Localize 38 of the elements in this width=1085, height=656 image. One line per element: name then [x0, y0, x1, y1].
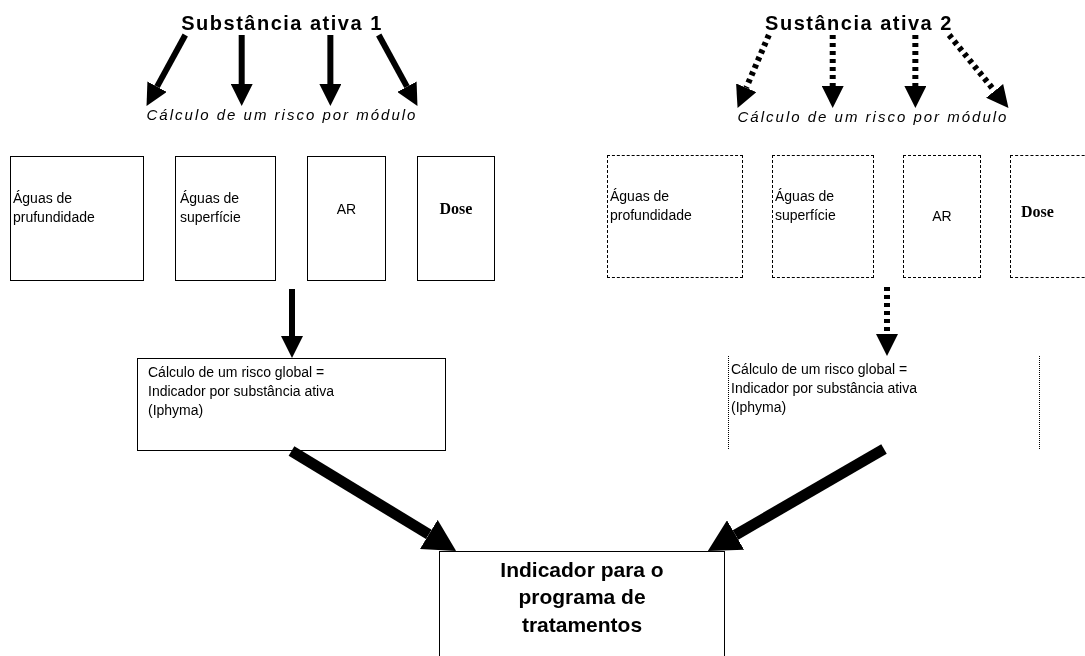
module-box	[772, 155, 874, 278]
arrow	[319, 35, 342, 106]
arrow	[288, 446, 457, 551]
arrow	[876, 287, 898, 356]
arrow	[904, 35, 927, 108]
arrow	[146, 33, 188, 106]
heading-label: Sustância ativa 2	[765, 12, 953, 35]
module-box	[417, 156, 495, 281]
box-label: AR	[336, 200, 357, 219]
result-box	[439, 551, 725, 656]
module-box	[10, 156, 144, 281]
box-label: Cálculo de um risco global = Indicador por substância ativa (Iphyma)	[731, 360, 918, 417]
arrow	[376, 33, 418, 106]
process-box	[137, 358, 446, 451]
module-box	[307, 156, 386, 281]
box-label: AR	[932, 207, 952, 226]
box-label: Águas de profundidade	[610, 186, 693, 225]
module-box	[607, 155, 743, 278]
box-label: Águas de superfície	[180, 188, 242, 227]
arrow	[281, 289, 303, 358]
arrow	[736, 33, 772, 108]
arrow	[707, 444, 887, 551]
box-label: Indicador para o programa de tratamentos	[499, 557, 665, 638]
box-label: Dose	[439, 199, 473, 218]
step-label: Cálculo de um risco por módulo	[737, 108, 1009, 125]
box-label: Águas de prufundidade	[13, 188, 96, 227]
box-label: Cálculo de um risco global = Indicador por substância ativa (Iphyma)	[148, 363, 335, 420]
module-box	[175, 156, 276, 281]
box-label: Águas de superfície	[775, 186, 837, 225]
heading-label: Substância ativa 1	[181, 12, 383, 35]
process-box	[728, 356, 1040, 449]
arrow	[230, 35, 253, 106]
box-label: Dose	[1021, 202, 1054, 221]
module-box	[1010, 155, 1085, 278]
arrow	[821, 35, 844, 108]
module-box	[903, 155, 981, 278]
step-label: Cálculo de um risco por módulo	[146, 106, 418, 123]
arrow	[946, 33, 1009, 108]
